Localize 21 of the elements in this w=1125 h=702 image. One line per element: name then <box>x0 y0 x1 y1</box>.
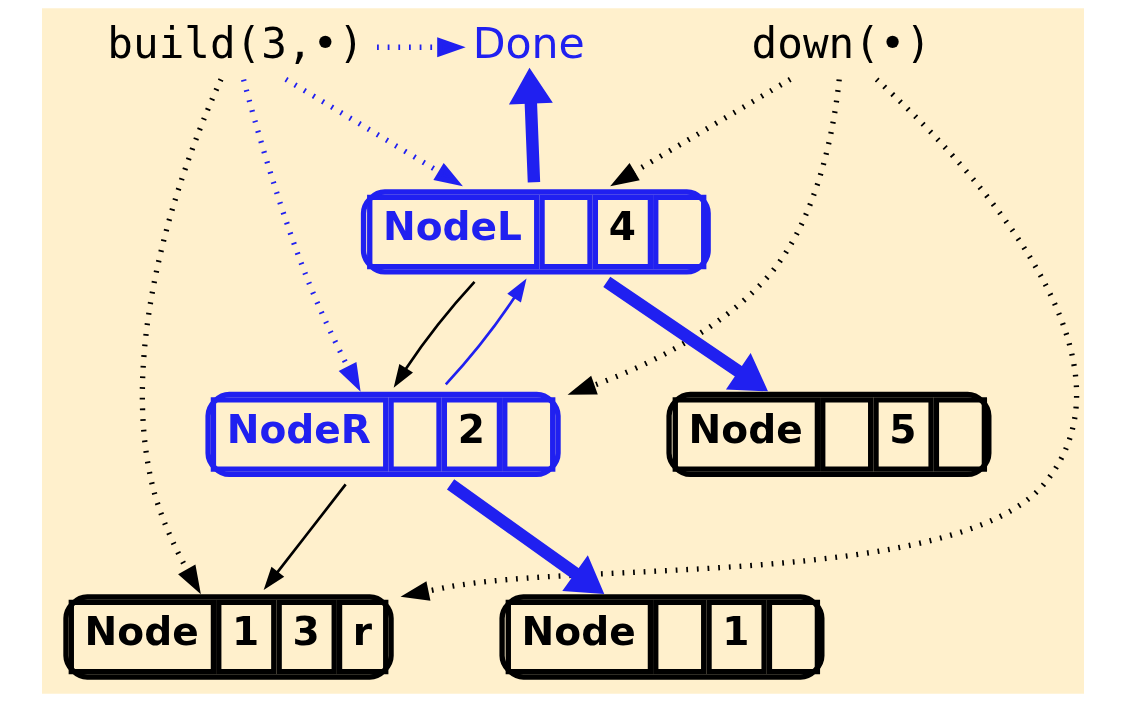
arrow <box>284 77 463 187</box>
node-box: Node 1 <box>498 594 824 680</box>
arrow <box>139 78 223 595</box>
node-text: down(•) <box>751 18 931 69</box>
arrow <box>508 67 553 183</box>
arrow <box>444 278 527 386</box>
arrow <box>602 276 768 392</box>
node-text: Done <box>472 18 585 69</box>
node-box: Node 1 3 r <box>62 594 394 680</box>
arrow <box>567 79 842 395</box>
arrow <box>376 37 466 58</box>
arrow <box>263 483 347 590</box>
arrow <box>446 479 604 595</box>
arrow <box>240 78 361 392</box>
node-text: build(3,•) <box>106 18 364 69</box>
node-box: Node 5 <box>665 391 991 478</box>
arrow <box>400 77 1078 601</box>
arrow <box>393 281 475 388</box>
arrow <box>609 77 792 187</box>
node-box: NodeL 4 <box>360 189 711 275</box>
node-box: NodeR 2 <box>204 391 561 478</box>
